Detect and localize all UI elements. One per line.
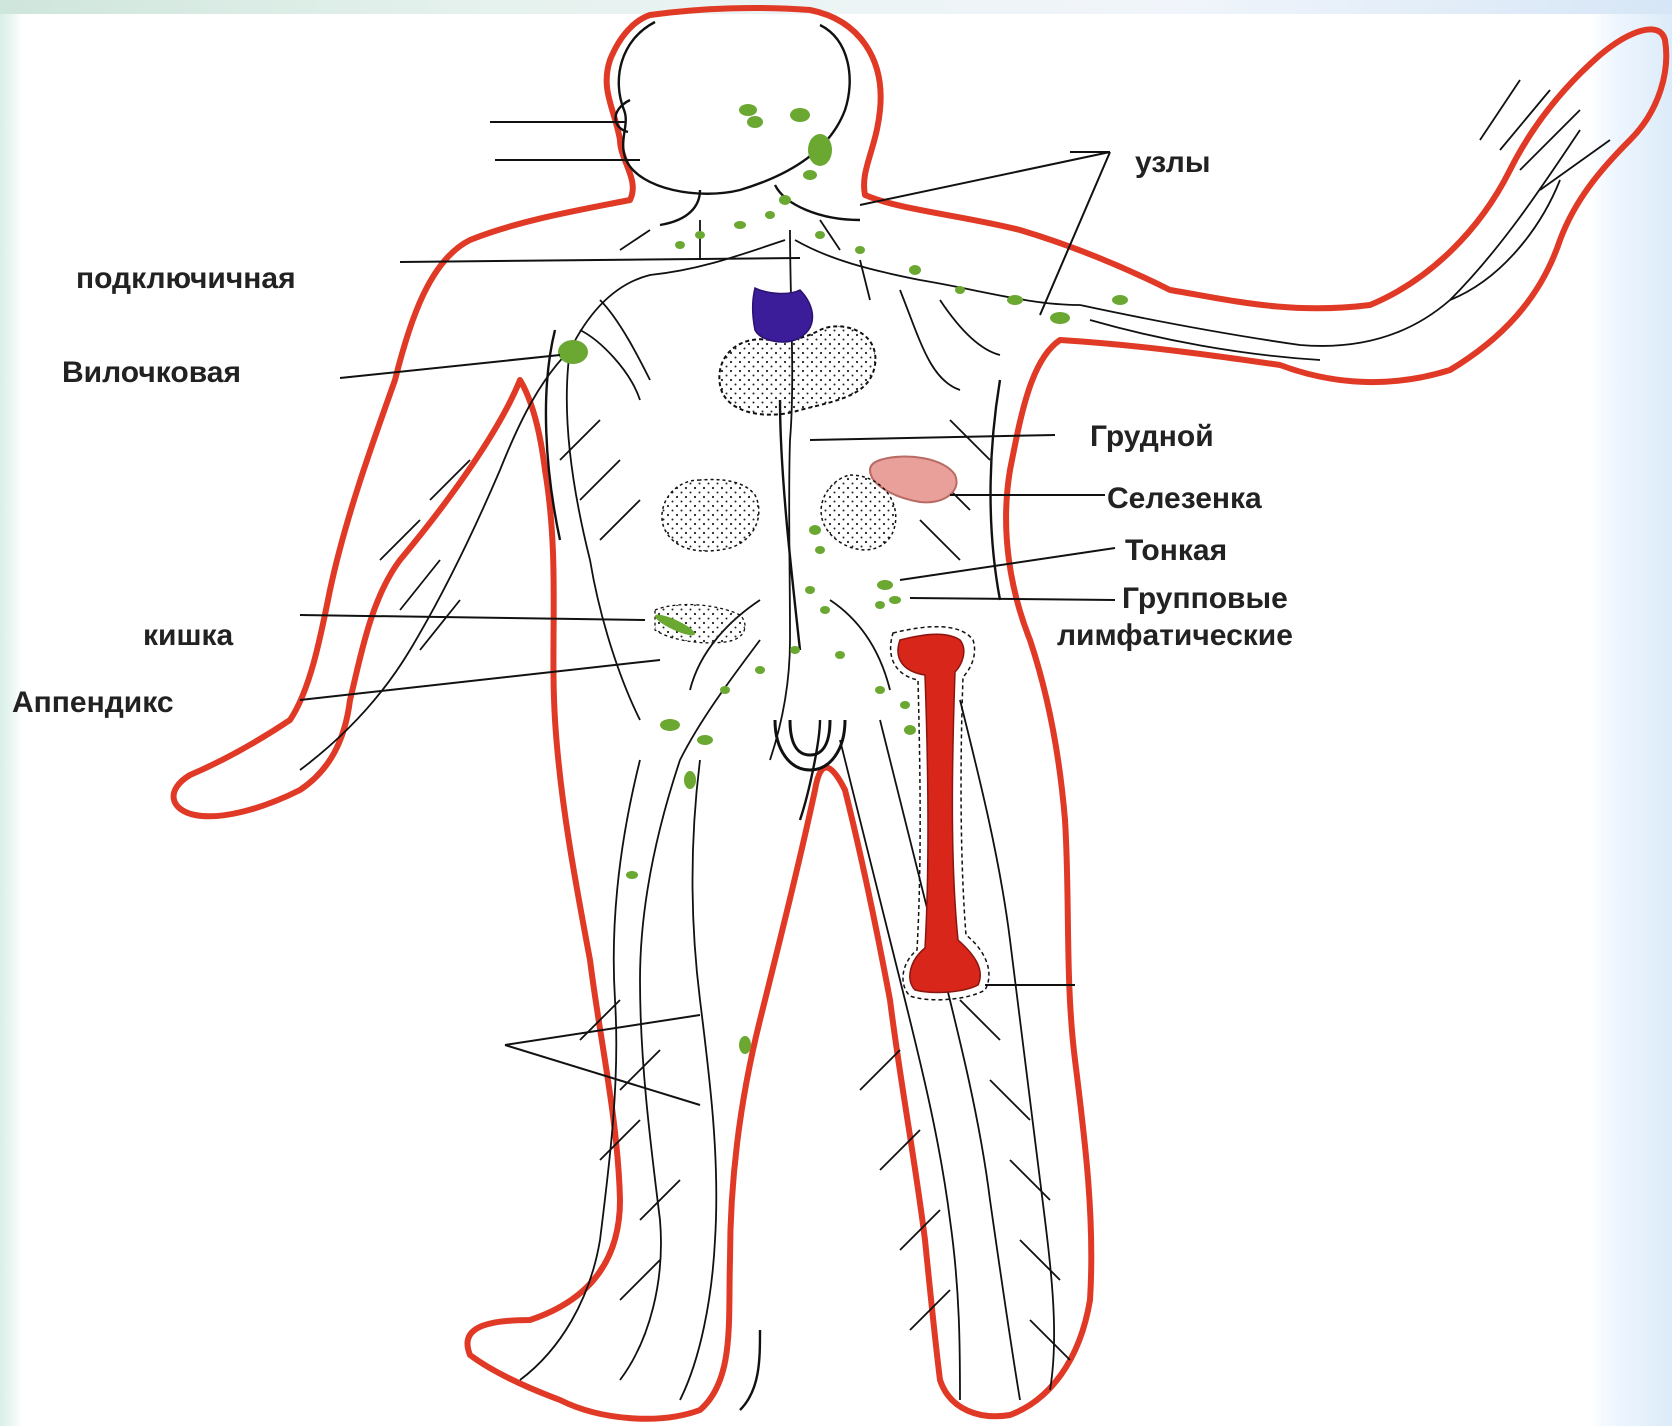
femur-bone-marrow [898, 634, 980, 992]
bladder [775, 720, 845, 770]
label-nodes: узлы [1135, 146, 1210, 179]
label-appendix: Аппендикс [12, 686, 174, 719]
label-lymphatic: лимфатические [1057, 619, 1293, 652]
left-kidney-area [662, 480, 759, 551]
label-small: Тонкая [1125, 534, 1227, 567]
thymus [753, 288, 813, 342]
body-outline [174, 8, 1667, 1419]
label-subclavian: подключичная [76, 262, 296, 295]
label-spleen: Селезенка [1107, 482, 1262, 515]
label-group: Групповые [1122, 582, 1288, 615]
label-thoracic: Грудной [1090, 420, 1214, 453]
label-intestine: кишка [143, 619, 233, 652]
label-thymus: Вилочковая [62, 356, 241, 389]
